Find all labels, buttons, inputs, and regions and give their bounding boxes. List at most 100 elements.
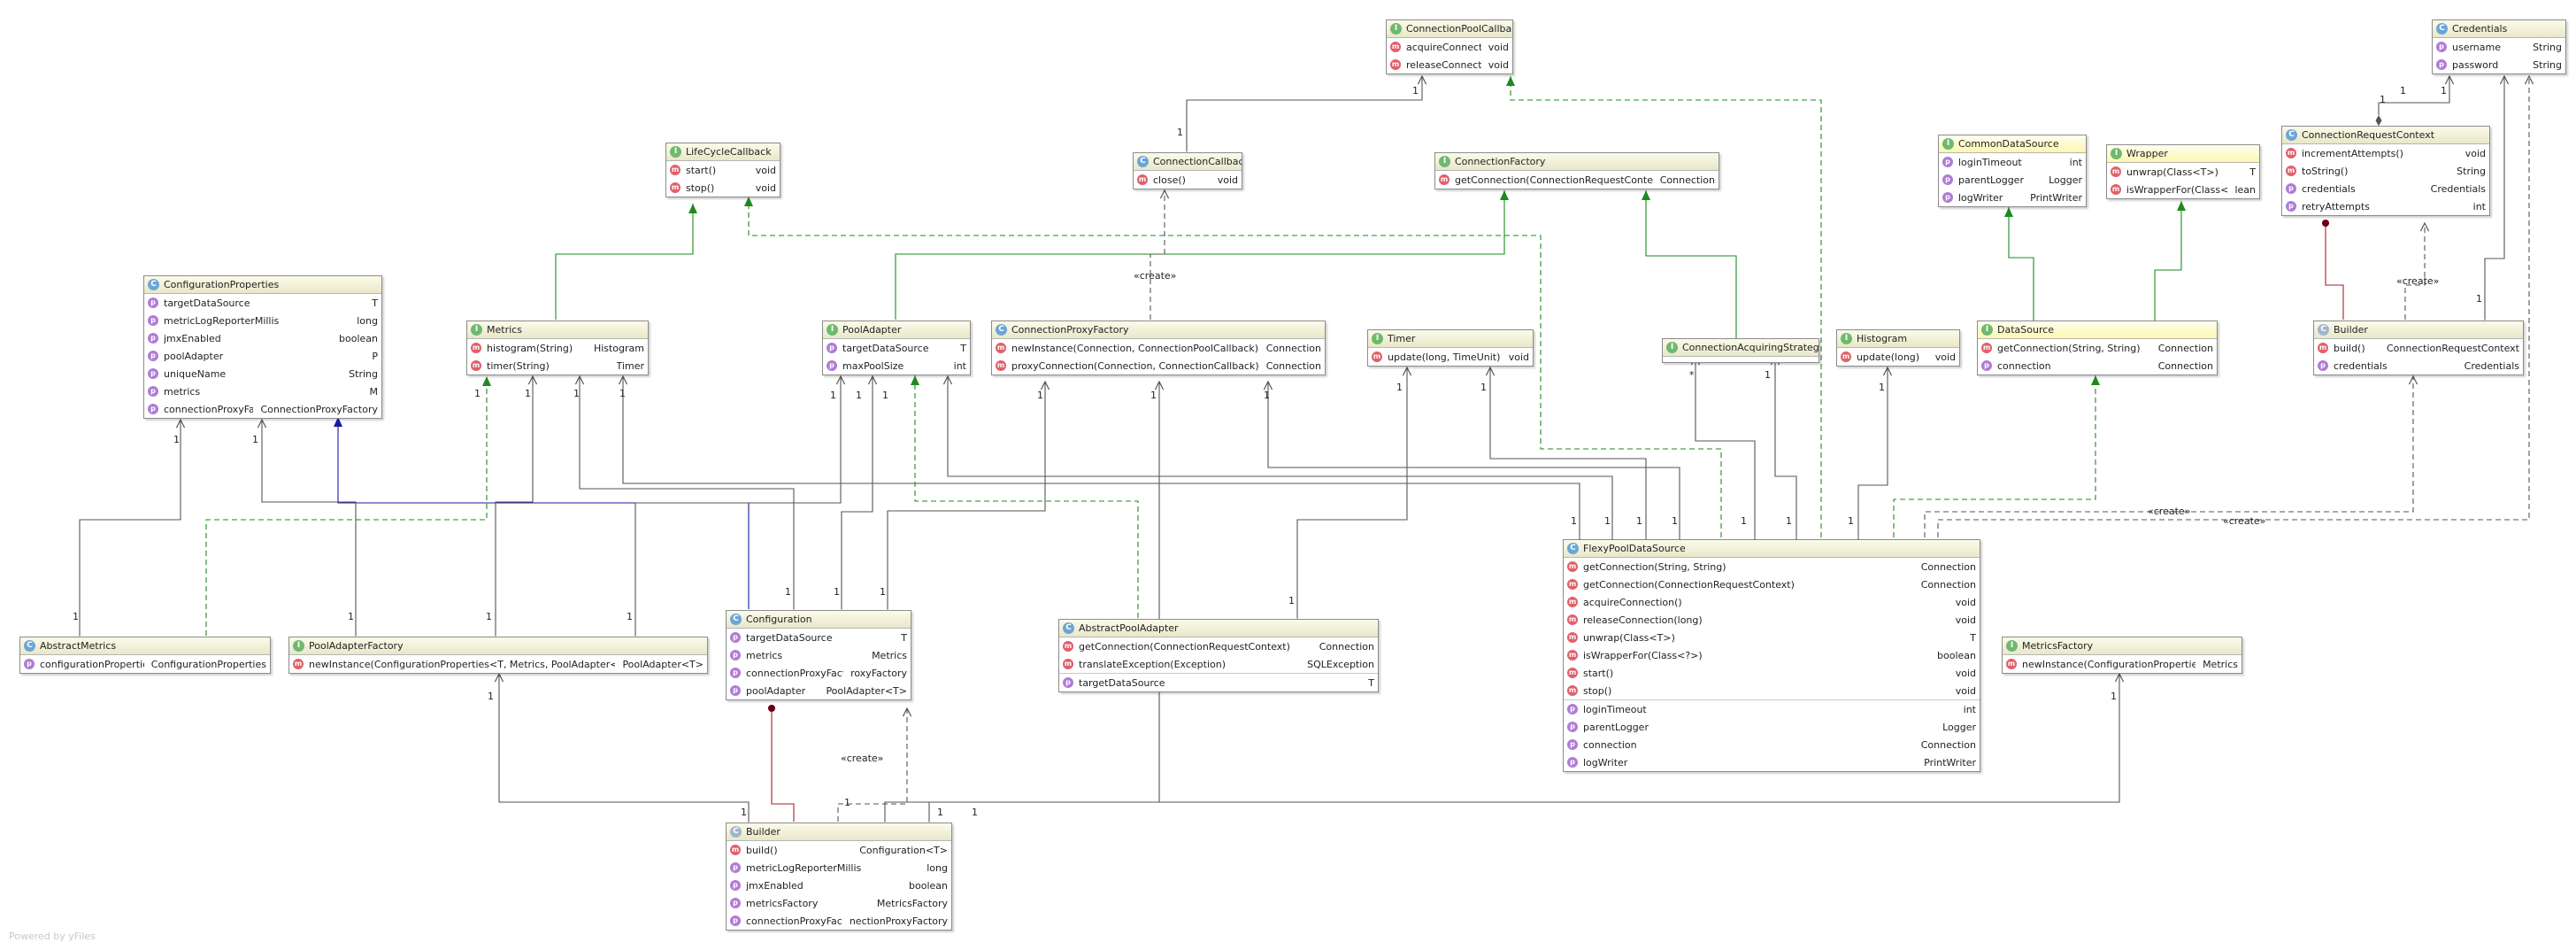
method-icon: m [670, 182, 681, 193]
member-type: void [1934, 351, 1956, 363]
edge-flexy-histogram [1858, 367, 1888, 537]
member-name: targetDataSource [164, 297, 250, 309]
member-type: ConnectionRequestContext [2386, 342, 2519, 354]
member-name: loginTimeout [1958, 156, 2022, 168]
multiplicity-label: 1 [486, 611, 492, 622]
edge-flexy-timer [1490, 367, 1646, 537]
edge-poolfactory-props [262, 420, 356, 636]
member-name: newInstance(Connection, ConnectionPoolCa… [1011, 342, 1259, 354]
interface-icon: I [1390, 23, 1402, 35]
member-name: logWriter [1958, 191, 2003, 204]
method-icon: m [1567, 668, 1578, 678]
interface-icon: I [1942, 138, 1954, 150]
member-name: logWriter [1583, 756, 1628, 768]
edge-cred [2379, 76, 2449, 115]
member-name: incrementAttempts() [2302, 147, 2403, 159]
property-icon: p [1567, 722, 1578, 732]
member-type: Connection [1920, 738, 1976, 751]
method-icon: m [1439, 174, 1449, 185]
multiplicity-label: 1 [1741, 515, 1747, 527]
property-icon: p [730, 862, 741, 873]
interface-icon: I [670, 146, 681, 158]
property-icon: p [827, 360, 837, 371]
edge-abstractmetrics-metrics [205, 376, 491, 636]
member-type: lean [2234, 183, 2256, 196]
member-name: build() [746, 844, 778, 856]
member-name: metricLogReporterMillis [164, 314, 280, 327]
member-type: M [369, 385, 379, 398]
member-name: connectionProxyFactory [746, 667, 843, 679]
class-title: Metrics [487, 324, 522, 336]
member-name: targetDataSource [842, 342, 929, 354]
member-type: Connection [1659, 174, 1715, 186]
member-name: build() [2334, 342, 2365, 354]
multiplicity-label: 1 [2111, 691, 2117, 702]
edge-datasource-commondatasource [2004, 207, 2034, 321]
property-row: pconnectionProxyFactorynectionProxyFacto… [727, 912, 951, 930]
multiplicity-label: 1 [1571, 515, 1577, 527]
multiplicity-label: 1 [830, 390, 836, 401]
multiplicity-label: 1 [474, 388, 481, 399]
method-icon: m [471, 343, 481, 353]
member-type: void [2465, 147, 2486, 159]
class-title: Builder [746, 826, 780, 838]
class-title: ConnectionProxyFactory [1011, 324, 1129, 336]
edge-configuration-configprops [334, 417, 750, 609]
member-type: Connection [2157, 342, 2213, 354]
edge-abstractpool-timer [1297, 367, 1407, 618]
class-icon: C [730, 614, 742, 625]
member-name: newInstance(ConfigurationProperties<T, M… [309, 658, 616, 670]
member-name: start() [1583, 667, 1614, 679]
interface-icon: I [2111, 148, 2122, 159]
class-ConnectionPoolCallback[interactable]: IConnectionPoolCallbackmacquireConnectio… [1386, 19, 1513, 74]
method-icon: m [2286, 166, 2296, 176]
multiplicity-label: * [1689, 369, 1695, 381]
member-name: targetDataSource [746, 631, 833, 644]
class-title: Credentials [2452, 23, 2508, 35]
member-type: Connection [1265, 342, 1321, 354]
multiplicity-label: 1 [1264, 390, 1270, 401]
